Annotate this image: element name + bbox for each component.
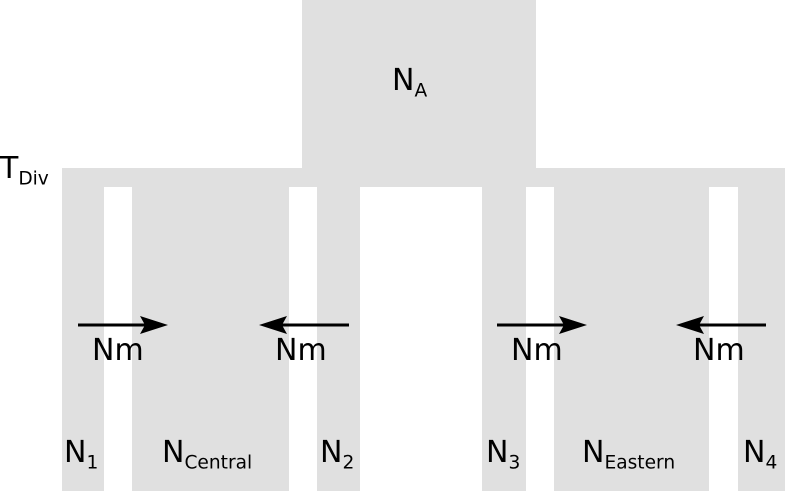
ancestral-population-label: NA xyxy=(392,63,428,102)
population-label-n2: N2 xyxy=(320,435,355,474)
migration-arrow-4 xyxy=(676,316,766,334)
population-column-eastern xyxy=(554,186,709,491)
population-column-central xyxy=(132,186,289,491)
population-column-n2 xyxy=(317,186,360,491)
population-label-n3: N3 xyxy=(486,435,521,474)
divergence-bar xyxy=(62,168,785,187)
migration-label-1: Nm xyxy=(92,333,144,368)
migration-label-4: Nm xyxy=(693,333,745,368)
migration-arrow-2 xyxy=(259,316,349,334)
population-column-n3 xyxy=(482,186,526,491)
population-label-n4: N4 xyxy=(743,435,778,474)
population-label-eastern: NEastern xyxy=(582,435,676,474)
population-column-n4 xyxy=(738,186,785,491)
population-label-central: NCentral xyxy=(162,435,253,474)
ancestral-population-block xyxy=(302,0,536,170)
migration-arrow-3 xyxy=(497,316,587,334)
migration-label-2: Nm xyxy=(275,333,327,368)
divergence-time-label: TDiv xyxy=(0,151,49,190)
migration-arrow-1 xyxy=(78,316,168,334)
population-column-n1 xyxy=(62,186,104,491)
migration-label-3: Nm xyxy=(511,333,563,368)
population-label-n1: N1 xyxy=(64,435,99,474)
